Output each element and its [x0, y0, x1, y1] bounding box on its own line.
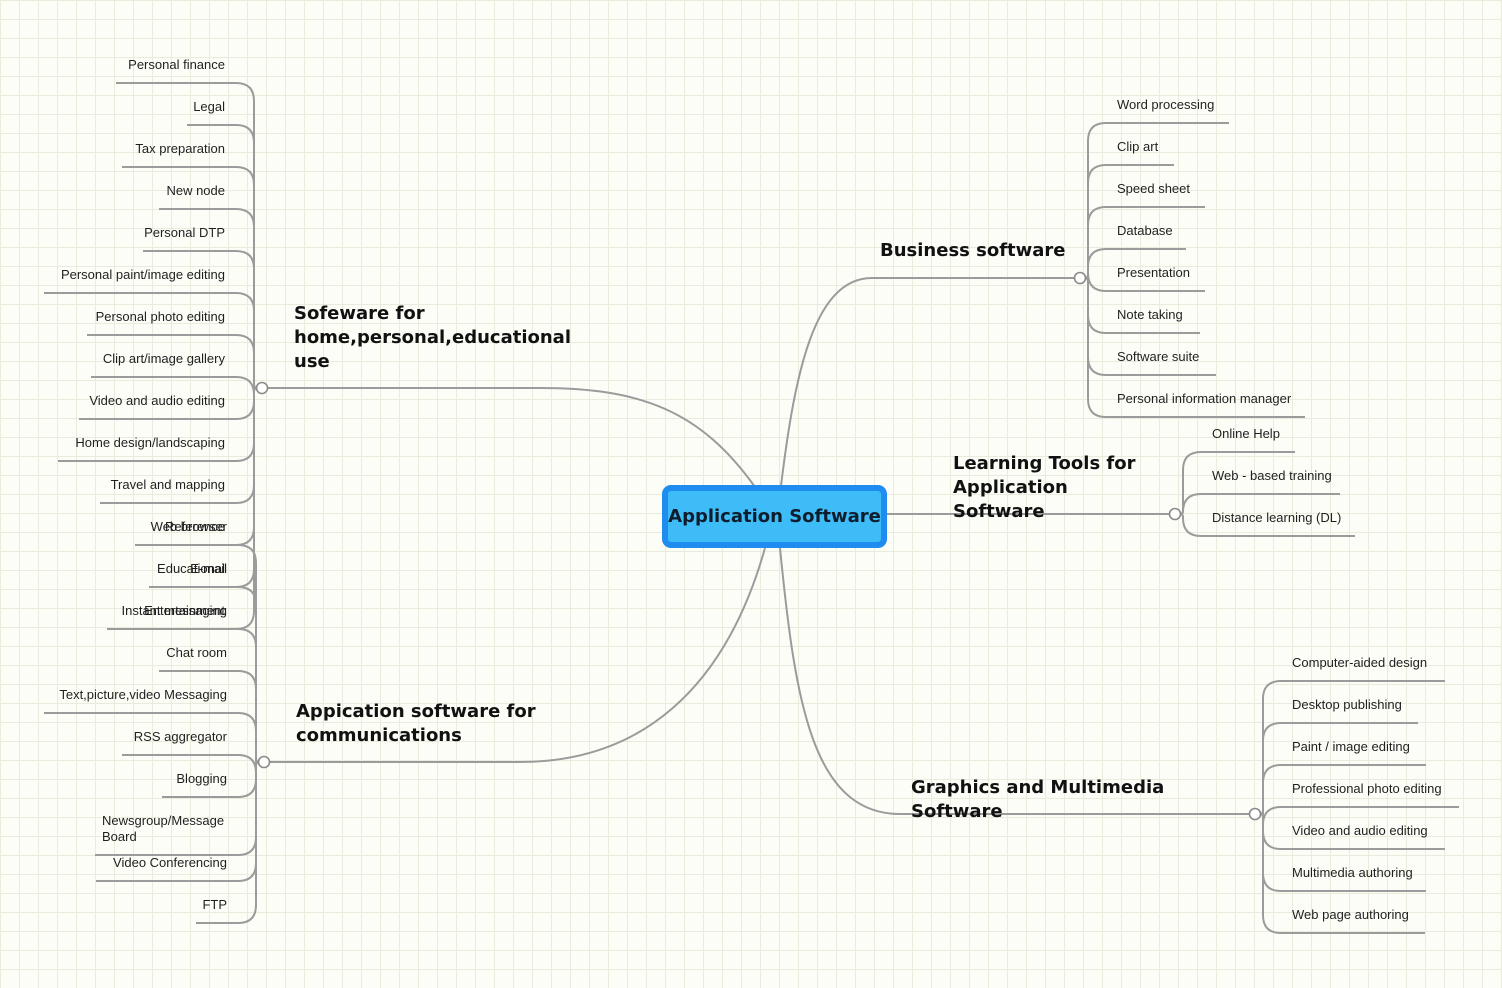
leaf-comms-web-browser[interactable]: Web browser [150, 519, 227, 534]
leaf-home-entertainment[interactable]: Entertainment [144, 603, 225, 618]
topic-graphics-multimedia[interactable]: Graphics and Multimedia Software [911, 777, 1165, 822]
leaf-comms-ftp[interactable]: FTP [202, 897, 227, 912]
link-root-home [262, 387, 756, 488]
topic-learning-tools[interactable]: Learning Tools for Application Software [953, 453, 1136, 522]
leaf-home-new-node[interactable]: New node [166, 183, 225, 198]
leaf-graphics-paint-image-editing[interactable]: Paint / image editing [1292, 739, 1410, 754]
leaf-graphics-video-and-audio-editing[interactable]: Video and audio editing [1292, 823, 1428, 838]
root-title: Application Software [668, 506, 881, 527]
leaf-home-reference[interactable]: Reference [165, 519, 225, 534]
leaf-learning-online-help[interactable]: Online Help [1212, 426, 1280, 441]
leaf-business-personal-information-manager[interactable]: Personal information manager [1117, 391, 1292, 406]
leaf-graphics-web-page-authoring[interactable]: Web page authoring [1292, 907, 1409, 922]
leaf-comms-text-picture-video-messaging[interactable]: Text,picture,video Messaging [59, 687, 227, 702]
junction-comms[interactable] [257, 755, 271, 769]
root-node[interactable]: Application Software [662, 485, 887, 548]
junction-business[interactable] [1073, 271, 1087, 285]
link-comms-chat-room [159, 670, 265, 763]
leaf-graphics-computer-aided-design[interactable]: Computer-aided design [1292, 655, 1428, 670]
leaf-comms-rss-aggregator[interactable]: RSS aggregator [133, 729, 227, 744]
leaf-graphics-multimedia-authoring[interactable]: Multimedia authoring [1292, 865, 1413, 880]
leaf-home-video-and-audio-editing[interactable]: Video and audio editing [89, 393, 225, 408]
leaf-business-database[interactable]: Database [1117, 223, 1173, 238]
junction-home[interactable] [255, 381, 269, 395]
leaf-learning-distance-learning-dl[interactable]: Distance learning (DL) [1212, 510, 1342, 525]
leaf-home-personal-paint-image-editing[interactable]: Personal paint/image editing [60, 267, 225, 282]
leaf-comms-newsgroup-message-board[interactable]: Newsgroup/Message Board [102, 813, 225, 844]
leaf-comms-video-conferencing[interactable]: Video Conferencing [113, 855, 227, 870]
leaf-home-tax-preparation[interactable]: Tax preparation [135, 141, 225, 156]
leaf-business-speed-sheet[interactable]: Speed sheet [1117, 181, 1191, 196]
junction-learning[interactable] [1168, 507, 1182, 521]
link-root-graphics [779, 547, 1255, 815]
leaf-business-clip-art[interactable]: Clip art [1117, 139, 1159, 154]
leaf-home-personal-dtp[interactable]: Personal DTP [144, 225, 225, 240]
junction-graphics[interactable] [1248, 807, 1262, 821]
topic-home-personal-educational[interactable]: Sofeware for home,personal,educational u… [294, 303, 571, 372]
link-home-personal-paint-image-editing [44, 292, 263, 389]
leaf-home-clip-art-image-gallery[interactable]: Clip art/image gallery [102, 351, 225, 366]
link-business-note-taking [1079, 277, 1200, 334]
leaf-home-legal[interactable]: Legal [193, 99, 225, 114]
leaf-home-travel-and-mapping[interactable]: Travel and mapping [110, 477, 225, 492]
leaf-home-personal-photo-editing[interactable]: Personal photo editing [95, 309, 225, 324]
leaf-comms-e-mail[interactable]: E-mail [190, 561, 227, 576]
link-graphics-desktop-publishing [1254, 722, 1418, 815]
link-root-business [780, 277, 1080, 487]
leaf-home-educational[interactable]: Educational [157, 561, 225, 576]
leaf-learning-web-based-training[interactable]: Web - based training [1212, 468, 1332, 483]
link-root-comms [264, 547, 766, 763]
leaf-graphics-desktop-publishing[interactable]: Desktop publishing [1292, 697, 1402, 712]
leaf-business-note-taking[interactable]: Note taking [1117, 307, 1183, 322]
leaf-comms-blogging[interactable]: Blogging [176, 771, 227, 786]
link-home-entertainment [107, 387, 263, 630]
leaf-business-software-suite[interactable]: Software suite [1117, 349, 1200, 364]
leaf-graphics-professional-photo-editing[interactable]: Professional photo editing [1292, 781, 1442, 796]
leaf-home-home-design-landscaping[interactable]: Home design/landscaping [75, 435, 225, 450]
leaf-comms-chat-room[interactable]: Chat room [166, 645, 227, 660]
topic-business-software[interactable]: Business software [880, 240, 1066, 261]
topic-communications[interactable]: Appication software for communications [296, 701, 536, 746]
leaf-business-presentation[interactable]: Presentation [1117, 265, 1190, 280]
leaf-business-word-processing[interactable]: Word processing [1117, 97, 1215, 112]
leaf-comms-instant-messaging[interactable]: Instant messaging [121, 603, 227, 618]
leaf-home-personal-finance[interactable]: Personal finance [128, 57, 225, 72]
